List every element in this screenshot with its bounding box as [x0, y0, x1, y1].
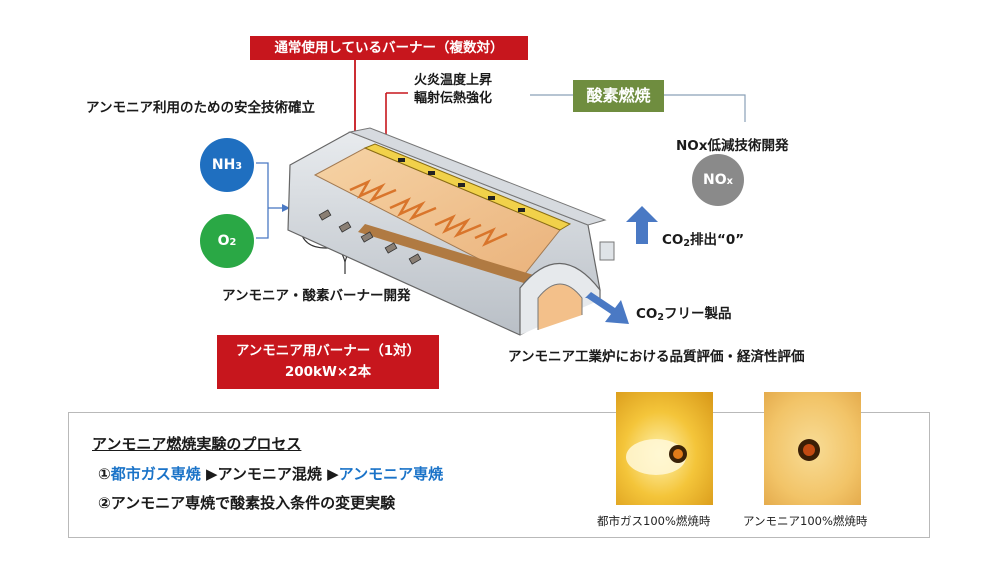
process-step2: ②アンモニア専焼で酸素投入条件の変更実験 [98, 494, 396, 512]
burner-dev-label: アンモニア・酸素バーナー開発 [222, 288, 411, 304]
arch-opening [537, 283, 583, 330]
nh3-prefix: NH [211, 157, 236, 173]
co2-free-label: CO2フリー製品 [636, 302, 732, 323]
evaluation-label: アンモニア工業炉における品質評価・経済性評価 [508, 349, 805, 365]
ammonia-burner-line2: 200kW×2本 [284, 364, 372, 380]
nox-tech-label: NOx低減技術開発 [676, 138, 789, 154]
furnace-illustration [287, 127, 615, 336]
ammonia-photo [764, 392, 861, 505]
co2-free-sub: 2 [657, 311, 664, 323]
co2-free-prefix: CO [636, 306, 658, 322]
step1-city-gas: 都市ガス専焼 [110, 465, 201, 483]
process-step1: ①都市ガス専焼 ▶アンモニア混焼 ▶アンモニア専焼 [98, 463, 443, 484]
gas-bracket [256, 162, 269, 239]
step1-ammonia-only: アンモニア専焼 [338, 465, 444, 483]
co2-free-suffix: フリー製品 [663, 306, 732, 322]
flame-temp-text: 火炎温度上昇 輻射伝熱強化 [414, 72, 492, 108]
rail-burners [398, 158, 525, 212]
co2-emission-prefix: CO [662, 232, 684, 248]
o2-sub: 2 [229, 237, 237, 249]
o2-prefix: O [217, 233, 230, 249]
gas-feed-arrow [282, 204, 290, 212]
process-title: アンモニア燃焼実験のプロセス [92, 435, 302, 453]
city-gas-caption: 都市ガス100%燃焼時 [597, 514, 711, 528]
oxygen-nox-line [664, 94, 746, 122]
step1-mixed: ▶アンモニア混焼 [205, 465, 322, 483]
oxygen-combustion-box: 酸素燃焼 [573, 80, 664, 112]
furnace-floor [358, 224, 550, 288]
ammonia-burner-box: アンモニア用バーナー（1対） 200kW×2本 [217, 335, 439, 389]
flame-temp-line2: 輻射伝熱強化 [414, 91, 493, 106]
furnace-roof [348, 127, 607, 226]
step1-number: ① [98, 465, 111, 483]
nh3-sub: 3 [235, 161, 243, 173]
co2-emission-suffix: 排出“0” [689, 232, 745, 248]
side-burners [318, 209, 422, 265]
ammonia-caption: アンモニア100%燃焼時 [743, 514, 868, 528]
ammonia-burner-line1: アンモニア用バーナー（1対） [235, 343, 421, 359]
co2-emission-label: CO2排出“0” [662, 228, 745, 249]
nox-prefix: NO [703, 172, 727, 188]
co2-emission-sub: 2 [683, 237, 690, 249]
chimney [599, 241, 615, 261]
up-arrow-icon [626, 206, 658, 244]
flame-temp-line1: 火炎温度上昇 [414, 73, 493, 88]
city-gas-photo [616, 392, 713, 505]
nox-sub: x [726, 176, 733, 188]
burner-label: 通常使用しているバーナー（複数対） [250, 36, 528, 60]
diagonal-arrow-icon [585, 292, 629, 324]
flames [349, 179, 508, 247]
step1-arrow: ▶ [327, 465, 339, 483]
safety-tech-label: アンモニア利用のための安全技術確立 [86, 100, 315, 116]
